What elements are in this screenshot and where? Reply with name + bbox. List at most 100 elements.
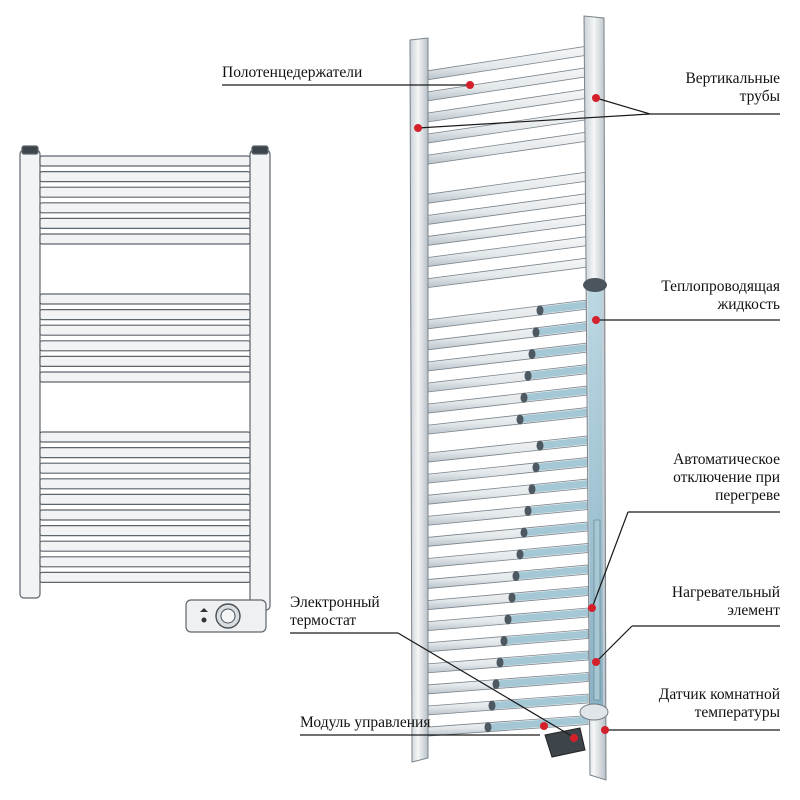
label-auto-off-line1: Автоматическое	[673, 451, 780, 468]
small-towel-bar	[39, 233, 251, 245]
label-control-module: Модуль управления	[300, 714, 431, 731]
bar-cut-opening	[520, 527, 528, 538]
bar-fluid-cutaway	[524, 523, 588, 537]
bar-fluid-cutaway	[532, 480, 588, 493]
small-towel-bar	[39, 324, 251, 336]
label-room-sensor-line1: Датчик комнатной	[658, 686, 780, 703]
label-thermostat-line2: термостат	[290, 612, 357, 629]
heating-element-rod	[593, 519, 601, 701]
small-radiator-bars	[39, 155, 251, 584]
label-vertical-pipes-line1: Вертикальные	[685, 70, 780, 87]
bar-fluid-cutaway	[504, 630, 588, 645]
label-towel-holders: Полотенцедержатели	[222, 64, 363, 81]
bar-fluid-cutaway	[540, 301, 588, 314]
bar-cut-opening	[516, 549, 524, 560]
small-towel-bar	[39, 202, 251, 214]
small-towel-bar	[39, 355, 251, 367]
label-vertical-pipes-line2: трубы	[739, 88, 780, 105]
label-fluid-line1: Теплопроводящая	[661, 278, 780, 295]
marker-left-pipe	[414, 124, 422, 132]
bar-fluid-cutaway	[508, 609, 588, 623]
small-towel-bar	[39, 524, 251, 537]
small-towel-bar	[39, 186, 251, 198]
control-indicator-icon	[200, 608, 208, 612]
marker-control-module	[540, 722, 548, 730]
bar-cut-opening	[524, 505, 532, 516]
marker-fluid	[592, 316, 600, 324]
small-towel-bar	[39, 462, 251, 474]
small-towel-bar	[39, 478, 251, 490]
label-heating-line1: Нагревательный	[671, 584, 780, 601]
small-towel-bar	[39, 571, 251, 584]
marker-auto-off	[588, 604, 596, 612]
bar-fluid-cutaway	[532, 344, 588, 358]
bar-cut-opening	[532, 327, 540, 338]
thermostat-dial-icon	[185, 599, 267, 633]
bar-fluid-cutaway	[516, 566, 588, 580]
pipe-bottom-cap	[579, 703, 609, 721]
small-towel-bar	[39, 217, 251, 229]
leader-thermostat-diag	[397, 632, 576, 739]
marker-room-sensor	[601, 726, 609, 734]
small-towel-bar	[39, 340, 251, 352]
bar-cut-opening	[492, 679, 500, 690]
small-towel-bar	[39, 293, 251, 305]
small-towel-bar	[39, 431, 251, 443]
bar-cut-opening	[528, 349, 536, 360]
bar-fluid-cutaway	[492, 695, 588, 710]
marker-thermostat	[570, 734, 578, 742]
bar-cut-opening	[516, 414, 524, 425]
bar-fluid-cutaway	[488, 716, 588, 731]
left-pipe-cap	[21, 145, 39, 155]
leader-pipes-a	[595, 97, 651, 115]
bar-cut-opening	[528, 484, 536, 495]
small-radiator	[19, 145, 271, 611]
marker-right-pipe	[592, 94, 600, 102]
bar-fluid-cutaway	[536, 458, 588, 471]
label-auto-off-line3: перегреве	[715, 487, 780, 504]
leader-auto-off-diag	[591, 511, 629, 609]
small-towel-bar	[39, 155, 251, 167]
bar-cut-opening	[504, 614, 512, 625]
small-towel-bar	[39, 371, 251, 383]
bar-fluid-cutaway	[512, 587, 588, 602]
label-thermostat: Электронный термостат	[290, 594, 380, 630]
right-pipe-cap	[251, 145, 269, 155]
small-towel-bar	[39, 171, 251, 183]
label-fluid-line2: жидкость	[717, 296, 781, 313]
label-auto-off: Автоматическое отключение при перегреве	[600, 451, 780, 505]
bar-cut-opening	[496, 657, 504, 668]
label-vertical-pipes: Вертикальные трубы	[640, 70, 780, 106]
bar-cut-opening	[500, 635, 508, 646]
bar-fluid-cutaway	[524, 387, 588, 402]
bar-cut-opening	[524, 370, 532, 381]
leader-pipes-b	[417, 113, 651, 129]
label-fluid: Теплопроводящая жидкость	[600, 278, 780, 314]
bar-cut-opening	[536, 305, 544, 316]
marker-heating	[592, 658, 600, 666]
label-heating-element: Нагревательный элемент	[600, 584, 780, 620]
callout-markers	[414, 81, 609, 742]
bar-fluid-cutaway	[520, 408, 588, 423]
bar-cut-opening	[536, 440, 544, 451]
bar-cut-opening	[488, 700, 496, 711]
pipe-cut-opening	[583, 278, 607, 292]
leader-lines	[222, 84, 780, 739]
bar-fluid-cutaway	[528, 365, 588, 380]
bar-cut-opening	[484, 722, 492, 733]
bar-cut-opening	[508, 592, 516, 603]
label-auto-off-line2: отключение при	[673, 469, 780, 486]
bar-cut-opening	[512, 571, 520, 582]
bar-fluid-cutaway	[540, 437, 588, 450]
leader-heating-diag	[595, 625, 633, 663]
bar-fluid-cutaway	[528, 501, 588, 515]
control-dial-center	[220, 608, 236, 624]
bar-cut-opening	[520, 392, 528, 403]
control-led-icon	[201, 617, 207, 623]
bar-cut-opening	[532, 462, 540, 473]
bar-fluid-cutaway	[520, 544, 588, 558]
left-vertical-pipe-large	[409, 37, 429, 763]
